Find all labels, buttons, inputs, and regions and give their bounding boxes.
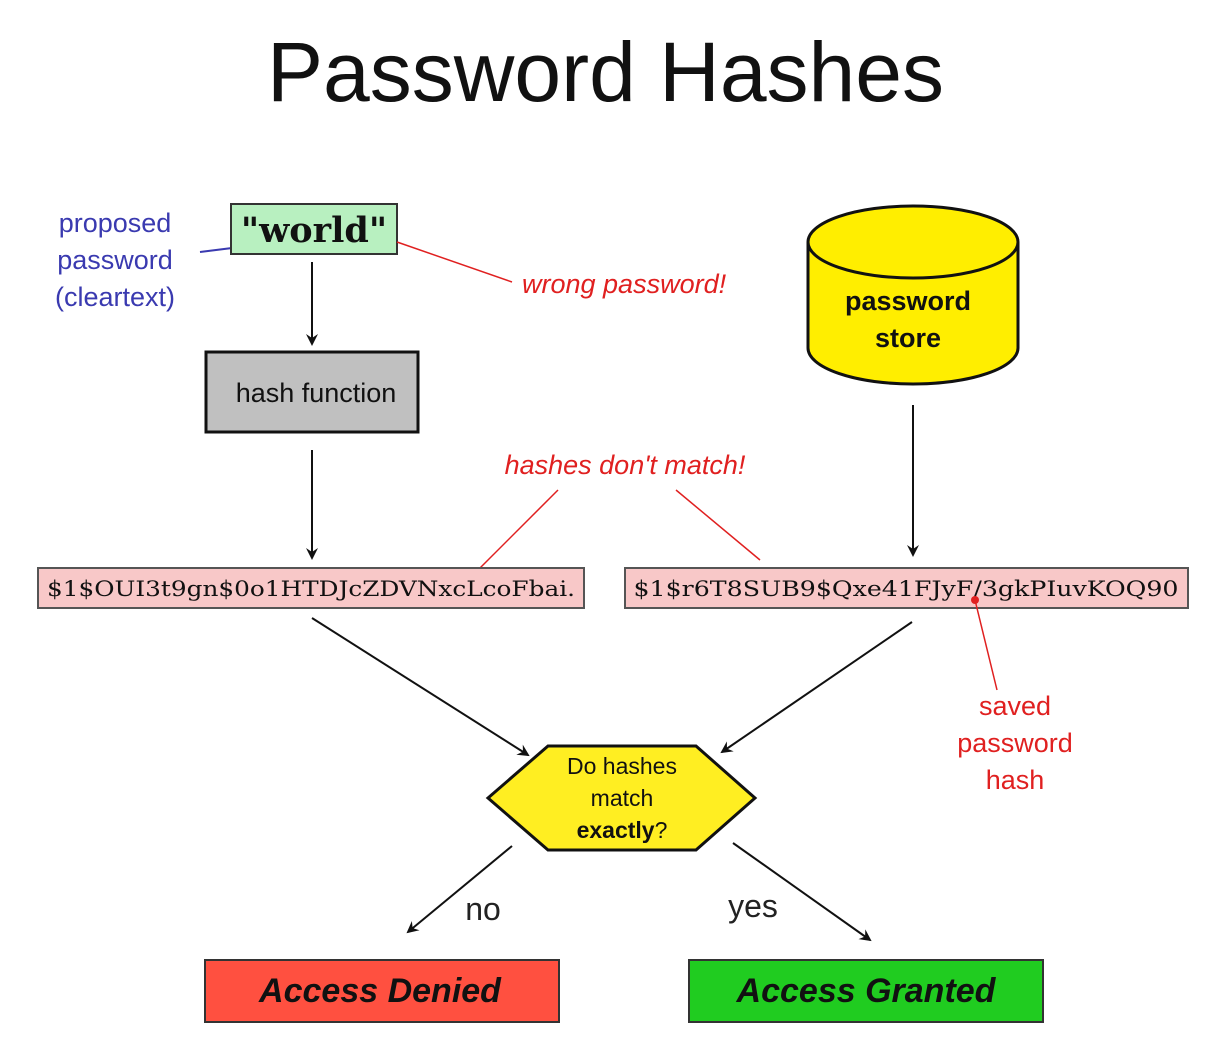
saved-hash-note-line2: password (957, 728, 1073, 758)
saved-hash-connector (974, 599, 998, 691)
mismatch-note: hashes don't match! (505, 450, 746, 480)
arrow-computed-to-decision (311, 617, 530, 757)
computed-hash-box (37, 567, 585, 609)
hash-function-label: hash function (236, 378, 397, 408)
password-store-label-line2: store (875, 323, 941, 353)
saved-hash-note-line1: saved (979, 691, 1051, 721)
decision-line1: Do hashes (567, 753, 677, 779)
decision-line3: exactly? (577, 817, 668, 843)
proposed-label-line3: (cleartext) (55, 282, 175, 312)
stored-hash: $1$r6T8SUB9$Qxe41FJyF/3gkPIuvKOQ90 (634, 577, 1179, 601)
hash-function-box (204, 350, 420, 434)
arrow-stored-to-decision (720, 621, 913, 754)
saved-hash-note-line3: hash (986, 765, 1045, 795)
stored-hash-box (624, 567, 1189, 609)
access-denied-box (204, 959, 560, 1023)
decision-line3-bold: exactly (577, 817, 655, 843)
page-title: Password Hashes (267, 25, 944, 119)
access-granted-box (688, 959, 1044, 1023)
password-store-label-line1: password (845, 286, 971, 316)
mismatch-connector-right (675, 489, 761, 561)
proposed-label-line1: proposed (59, 208, 172, 238)
arrow-to-granted (732, 842, 872, 942)
arrow-to-denied (406, 845, 513, 934)
input-word: "world" (241, 210, 387, 251)
password-store-icon (806, 204, 1020, 386)
proposed-label-line2: password (57, 245, 173, 275)
input-word-box (230, 203, 398, 255)
branch-no-label: no (465, 891, 501, 927)
mismatch-connector-left (477, 489, 559, 571)
wrong-password-connector (396, 241, 513, 283)
access-denied-label: Access Denied (258, 972, 502, 1010)
access-granted-label: Access Granted (736, 972, 997, 1010)
decision-line3-tail: ? (655, 817, 668, 843)
computed-hash: $1$OUI3t9gn$0o1HTDJcZDVNxcLcoFbai. (47, 577, 575, 601)
decision-line2: match (591, 785, 654, 811)
branch-yes-label: yes (728, 888, 778, 924)
decision-node (485, 744, 758, 852)
wrong-password-note: wrong password! (522, 269, 727, 299)
